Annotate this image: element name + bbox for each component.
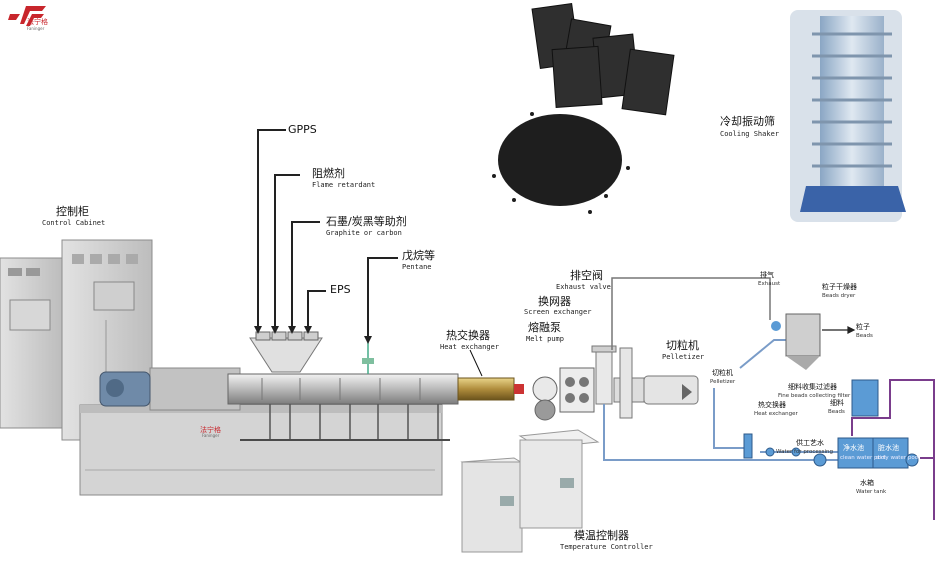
label-control-en: Control Cabinet <box>42 219 106 227</box>
label-dirty-en: dirty water pool <box>876 455 920 461</box>
label-heat2-en: Heat exchanger <box>754 411 798 417</box>
label-tank-cn: 水箱 <box>860 479 874 487</box>
label-screen-en: Screen exchanger <box>524 308 592 316</box>
label-temp-cn: 模温控制器 <box>574 529 629 542</box>
label-process-en: Water for processing <box>776 449 833 455</box>
label-exhaust-en: Exhaust <box>758 281 781 287</box>
temperature-controller <box>460 429 600 553</box>
label-pellet2-cn: 切粒机 <box>712 369 733 377</box>
label-beads-en: Beads <box>856 333 873 339</box>
label-flame-cn: 阻燃剂 <box>312 167 345 180</box>
extruder-machine <box>79 331 459 496</box>
label-pelletizer-en: Pelletizer <box>662 353 705 361</box>
label-flame-en: Flame retardant <box>312 181 376 189</box>
melt-pump <box>532 376 558 421</box>
label-filter-en: Fine beads collecting filter <box>778 393 851 399</box>
heat-exchanger <box>457 377 515 401</box>
label-eps: EPS <box>330 283 351 296</box>
label-process-cn: 供工艺水 <box>796 439 824 447</box>
screen-exchanger <box>559 367 595 413</box>
label-heat2-cn: 热交换器 <box>758 401 786 409</box>
brand-name-machine: 法宁格 <box>200 426 221 434</box>
label-heat1-en: Heat exchanger <box>440 343 500 351</box>
label-cooling-cn: 冷却振动筛 <box>720 115 775 128</box>
label-melt-en: Melt pump <box>526 335 564 343</box>
pelletizer <box>613 347 699 419</box>
beads-dryer <box>771 313 821 370</box>
label-dryer-cn: 粒子干燥器 <box>822 283 857 291</box>
label-pelletizer-cn: 切粒机 <box>666 339 699 352</box>
label-screen-cn: 换网器 <box>538 295 571 308</box>
exhaust-valve <box>595 349 613 405</box>
pumps <box>743 433 919 467</box>
label-pentane-cn: 戊烷等 <box>402 249 435 262</box>
label-tank-en: Water tank <box>856 489 887 495</box>
label-filter-cn: 细料收集过滤器 <box>788 383 837 391</box>
output-arrows <box>822 326 856 334</box>
label-control-cn: 控制柜 <box>56 205 89 218</box>
label-dirty-cn: 脏水池 <box>878 444 899 452</box>
cooling-shaker-image <box>790 10 906 222</box>
label-heat1-cn: 热交换器 <box>446 329 490 342</box>
label-exhaust-cn: 排气 <box>760 271 774 279</box>
label-dryer-en: Beads dryer <box>822 293 856 299</box>
brand-sub-machine: Faninger <box>202 433 220 438</box>
label-beads-cn: 粒子 <box>856 323 870 331</box>
water-tank <box>837 437 909 469</box>
label-exhaust-valve-en: Exhaust valve <box>556 283 611 291</box>
feed-lines <box>257 129 398 340</box>
label-exhaust-valve-cn: 排空阀 <box>570 269 603 282</box>
label-fine-en: Beads <box>828 409 845 415</box>
carbon-pellets-image <box>498 114 622 206</box>
carbon-sheets-image <box>531 2 675 116</box>
brand-logo-icon <box>8 6 46 26</box>
label-cooling-en: Cooling Shaker <box>720 130 780 138</box>
label-melt-cn: 熔融泵 <box>528 321 561 334</box>
label-pentane-en: Pentane <box>402 263 432 271</box>
fine-beads-filter <box>851 379 879 417</box>
label-pellet2-en: Pelletizer <box>710 379 736 385</box>
label-temp-en: Temperature Controller <box>560 543 653 551</box>
label-clean-cn: 净水池 <box>843 444 864 452</box>
brand-name: 法宁格 <box>27 18 48 26</box>
label-clean-en: clean water pool <box>840 455 886 461</box>
label-gpps: GPPS <box>288 123 317 136</box>
brand-sub: Faninger <box>27 26 45 31</box>
label-graphite-cn: 石墨/炭黑等助剂 <box>326 215 407 228</box>
label-fine-cn: 细料 <box>830 399 844 407</box>
label-graphite-en: Graphite or carbon <box>326 229 402 237</box>
